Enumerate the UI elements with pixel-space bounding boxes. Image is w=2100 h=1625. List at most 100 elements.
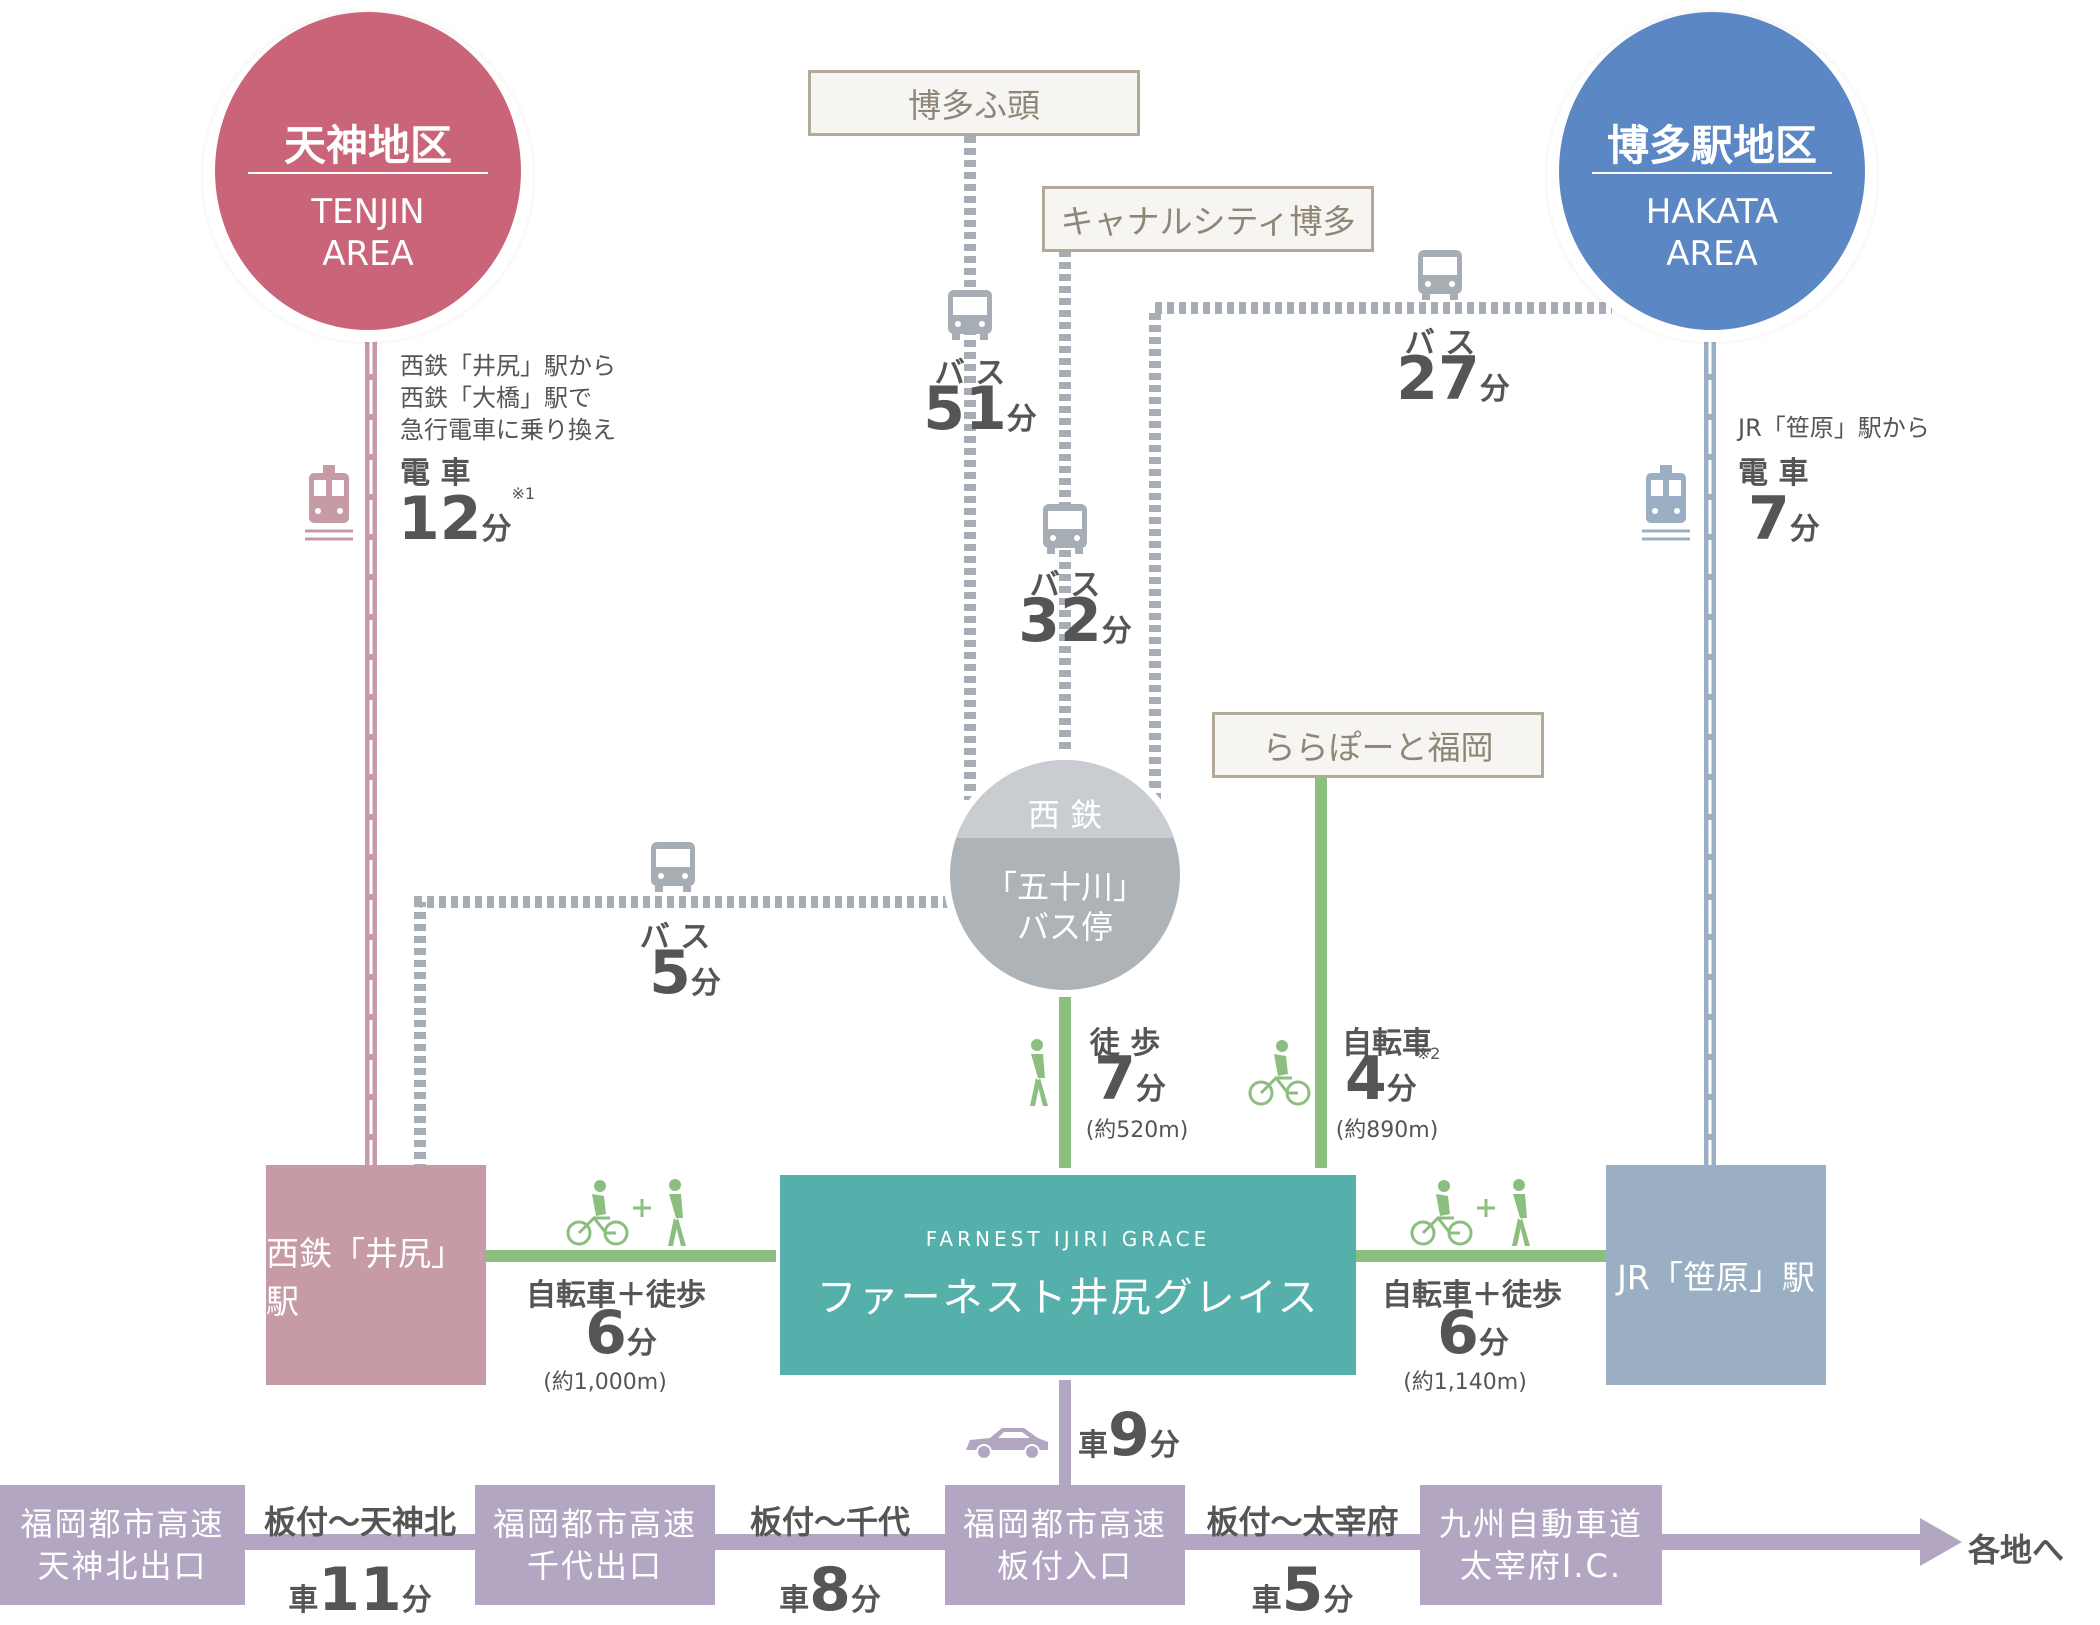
bikewalk-jr-time-row: 6分: [1408, 1298, 1538, 1368]
highway-ic-dazaifu: 九州自動車道 太宰府I.C.: [1420, 1485, 1662, 1605]
tenjin-train-unit: 分: [481, 512, 512, 547]
busstop-operator: 西 鉄: [1027, 796, 1103, 834]
highway-exit-line1: 福岡都市高速: [492, 1505, 697, 1543]
bikewalk-nishi-mode: 自転車＋徒歩: [526, 1278, 706, 1313]
segment-time-dazaifu: 車5分: [1190, 1555, 1415, 1625]
tenjin-area-name: 天神地区: [283, 121, 452, 170]
bikewalk-nishi-time-row: 6分: [556, 1298, 686, 1368]
bike-lalaport-mode: 自転車: [1342, 1026, 1432, 1061]
segment-time: 5: [1281, 1555, 1324, 1625]
bus-icon: [651, 842, 695, 892]
bikewalk-jr-mode: 自転車＋徒歩: [1382, 1278, 1562, 1313]
car-itazuke-mode: 車: [1078, 1428, 1108, 1463]
tenjin-train-time-row: 12分※1: [398, 484, 535, 554]
highway-exit-tenjinkita: 福岡都市高速 天神北出口: [0, 1485, 245, 1605]
train-icon: [305, 465, 353, 541]
walk-busstop-mode: 徒 歩: [1089, 1026, 1161, 1061]
bikewalk-nishi-dist: (約1,000m): [543, 1370, 667, 1395]
bus-ijiri-mode: バ ス: [639, 920, 711, 955]
bus-hakata-time-row: 27分: [1378, 344, 1528, 414]
property-name-jp: ファーネスト井尻グレイス: [816, 1275, 1320, 1321]
green-line-nishitetsu: [484, 1250, 776, 1262]
bus-ijiri-time-row: 5分: [620, 938, 750, 1008]
segment-name-tenjinkita: 板付～天神北: [263, 1503, 456, 1541]
bikewalk-nishi-unit: 分: [626, 1326, 657, 1361]
highway-exit-line2: 板付入口: [996, 1547, 1133, 1585]
highway-exit-line1: 福岡都市高速: [20, 1505, 225, 1543]
car-line: [1059, 1380, 1071, 1488]
bicycle-icon: [1248, 1040, 1311, 1106]
station-jr-sasabaru: JR「笹原」駅: [1606, 1165, 1826, 1385]
bus-hakata-time: 27: [1396, 344, 1480, 414]
walker-icon: [668, 1179, 686, 1246]
busstop-name: 「五十川」: [984, 868, 1145, 906]
green-line-jr: [1353, 1250, 1608, 1262]
train-icon: [1642, 465, 1690, 541]
segment-mode: 車: [1251, 1583, 1282, 1618]
car-itazuke-time-row: 車9分: [1078, 1400, 1180, 1470]
bike-lalaport-time: 4: [1345, 1044, 1387, 1114]
bike-lalaport-mark: ※2: [1416, 1044, 1441, 1063]
bicycle-icon: [1410, 1180, 1473, 1246]
tenjin-train-note3: 急行電車に乗り換え: [400, 416, 616, 444]
bus-canal-time: 32: [1018, 586, 1102, 656]
hakata-train-unit: 分: [1789, 512, 1820, 547]
bus-ijiri-unit: 分: [690, 966, 721, 1001]
highway-exit-line1: 九州自動車道: [1438, 1505, 1643, 1543]
tenjin-train-note2: 西鉄「大橋」駅で: [400, 384, 592, 412]
car-icon: [966, 1428, 1048, 1460]
bus-line-ijiri: [414, 896, 950, 1165]
property-box: FARNEST IJIRI GRACE ファーネスト井尻グレイス: [780, 1175, 1356, 1375]
busstop-top-band: [950, 760, 1180, 838]
busstop-label: バス停: [1016, 908, 1113, 946]
segment-time: 8: [809, 1555, 851, 1625]
dest-lalaport: ららぽーと福岡: [1212, 712, 1544, 778]
segment-unit: 分: [1323, 1583, 1354, 1618]
highway-exit-line2: 天神北出口: [37, 1547, 208, 1585]
walk-busstop-unit: 分: [1135, 1072, 1166, 1107]
tenjin-area-en: TENJIN: [311, 192, 425, 232]
walker-icon: [1030, 1039, 1048, 1106]
walk-busstop-time-row: 7分: [1080, 1044, 1180, 1114]
plus-icon: [633, 1199, 651, 1217]
bus-futo-unit: 分: [1006, 402, 1037, 437]
segment-time-tenjinkita: 車11分: [250, 1555, 470, 1625]
bus-icon: [948, 290, 992, 340]
bus-hakata-mode: バ ス: [1404, 326, 1476, 361]
tenjin-train-mode: 電 車: [400, 456, 471, 491]
highway-arrow-label: 各地へ: [1968, 1531, 2065, 1569]
bikewalk-jr-dist: (約1,140m): [1403, 1370, 1527, 1395]
car-itazuke-unit: 分: [1149, 1428, 1180, 1463]
tenjin-area-divider: [248, 172, 488, 174]
highway-exit-line2: 太宰府I.C.: [1459, 1547, 1623, 1585]
bike-lalaport-time-row: 4分 ※2: [1345, 1044, 1440, 1114]
walk-line-busstop: [1059, 990, 1071, 1168]
car-itazuke-time: 9: [1108, 1400, 1150, 1470]
segment-name-dazaifu: 板付～太宰府: [1206, 1503, 1399, 1541]
bike-lalaport-unit: 分: [1386, 1072, 1417, 1107]
station-nishitetsu-ijiri: 西鉄「井尻」駅: [266, 1165, 486, 1385]
segment-time-chiyo: 車8分: [720, 1555, 940, 1625]
walker-icon: [1512, 1179, 1530, 1246]
hakata-area-divider: [1592, 172, 1832, 174]
bus-icon: [1043, 504, 1087, 554]
walk-busstop-time: 7: [1094, 1044, 1136, 1114]
hakata-train-time-row: 7分: [1748, 484, 1820, 554]
bus-canal-time-row: 32分: [1000, 586, 1150, 656]
access-diagram: 天神地区 TENJIN AREA 博多駅地区 HAKATA AREA 博多ふ頭 …: [0, 12, 2065, 1625]
dest-hakata-futo: 博多ふ頭: [808, 70, 1140, 136]
bus-futo-mode: バ ス: [934, 356, 1006, 391]
busstop-circle: 西 鉄 「五十川」 バス停: [950, 760, 1180, 990]
walk-busstop-dist: (約520m): [1085, 1118, 1189, 1143]
tenjin-area-circle: 天神地区 TENJIN AREA: [215, 12, 521, 330]
segment-unit: 分: [850, 1583, 881, 1618]
bike-line-lalaport: [1315, 778, 1327, 1168]
segment-name-chiyo: 板付～千代: [749, 1503, 910, 1541]
hakata-area-name: 博多駅地区: [1606, 121, 1817, 170]
hakata-train-time: 7: [1748, 484, 1790, 554]
property-name-en: FARNEST IJIRI GRACE: [925, 1227, 1211, 1251]
segment-unit: 分: [401, 1583, 432, 1618]
arrow-icon: [1920, 1518, 1962, 1566]
tenjin-train-mark: ※1: [511, 484, 536, 503]
bus-canal-unit: 分: [1101, 614, 1132, 649]
